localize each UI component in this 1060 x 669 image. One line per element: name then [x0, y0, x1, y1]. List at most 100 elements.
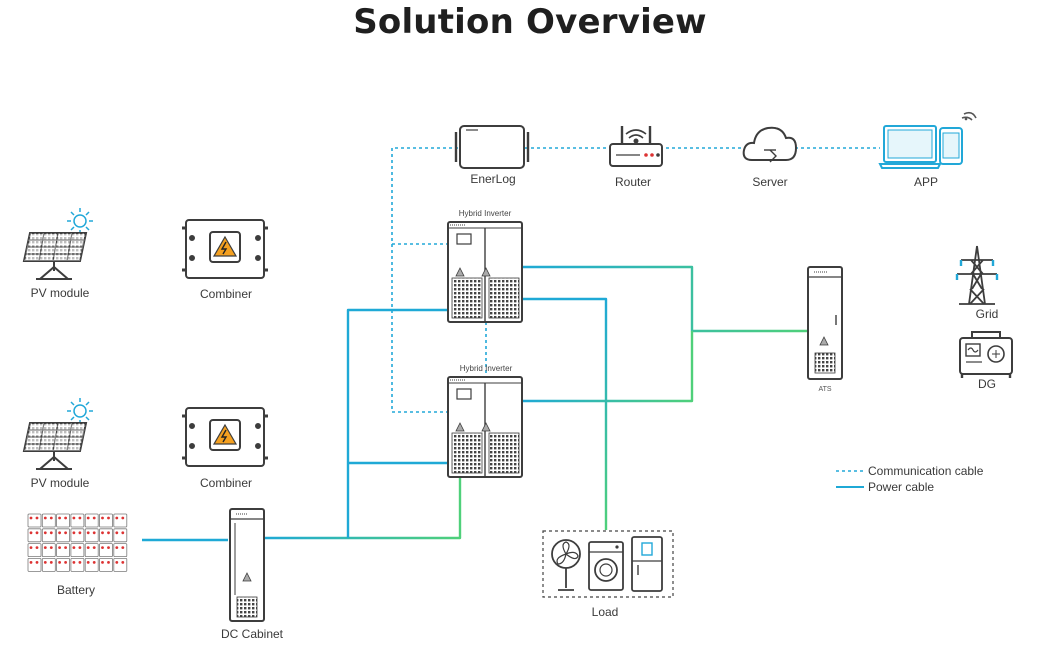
dg-label: DG	[978, 377, 996, 391]
battery-cell	[113, 543, 128, 558]
power-dc-bus	[264, 477, 462, 540]
battery-cell	[99, 513, 113, 528]
battery-cell	[84, 543, 99, 558]
battery-cell	[56, 543, 71, 558]
battery-terminal	[35, 561, 39, 564]
battery-terminal	[72, 516, 76, 520]
hybrid-inverter-icon	[447, 221, 523, 323]
battery-terminal	[72, 531, 76, 535]
battery-terminal	[64, 546, 67, 549]
grid-pylon-icon	[955, 245, 999, 305]
server-label: Server	[752, 175, 788, 189]
battery-cell	[70, 558, 85, 572]
pv-module-label: PV module	[30, 286, 90, 300]
battery-icon	[27, 513, 128, 572]
battery-terminal	[43, 546, 47, 549]
battery-cell	[84, 558, 99, 572]
battery-terminal	[43, 516, 47, 520]
power-inv2-ats	[522, 331, 694, 403]
combiner-icon	[182, 407, 268, 467]
battery-terminal	[29, 516, 33, 520]
battery-terminal	[92, 561, 96, 564]
battery-terminal	[101, 546, 104, 549]
battery-cell	[84, 528, 99, 543]
battery-terminal	[29, 546, 33, 549]
battery-terminal	[43, 531, 47, 535]
battery-terminal	[107, 546, 110, 549]
battery-terminal	[107, 531, 110, 535]
battery-terminal	[78, 516, 82, 520]
battery-cell	[70, 543, 85, 558]
power-inv1-ats	[522, 265, 808, 333]
battery-terminal	[64, 516, 67, 520]
battery-terminal	[115, 546, 119, 549]
battery-terminal	[78, 531, 82, 535]
battery-terminal	[43, 561, 47, 564]
battery-terminal	[29, 561, 33, 564]
enerlog-icon	[454, 125, 530, 169]
battery-terminal	[101, 561, 104, 564]
combiner-icon	[182, 219, 268, 279]
router-icon	[609, 126, 663, 167]
battery-cell	[113, 558, 128, 572]
battery-terminal	[86, 546, 90, 549]
battery-terminal	[35, 531, 39, 535]
load-boundary	[542, 530, 674, 598]
battery-cell	[70, 513, 85, 528]
battery-terminal	[121, 516, 125, 520]
battery-cell	[99, 528, 113, 543]
battery-terminal	[64, 531, 67, 535]
battery-terminal	[58, 546, 61, 549]
battery-terminal	[78, 546, 82, 549]
pv-module-icon	[22, 208, 93, 280]
legend-communication-label: Communication cable	[868, 464, 984, 478]
combiner-label: Combiner	[199, 476, 253, 490]
battery-terminal	[58, 561, 61, 564]
battery-cell	[41, 528, 56, 543]
battery-terminal	[121, 546, 125, 549]
battery-terminal	[58, 516, 61, 520]
battery-terminal	[72, 546, 76, 549]
battery-cell	[99, 543, 113, 558]
battery-terminal	[49, 516, 53, 520]
battery-terminal	[107, 561, 110, 564]
enerlog-label: EnerLog	[470, 172, 516, 186]
dc-cabinet-label: DC Cabinet	[220, 627, 284, 641]
battery-terminal	[121, 561, 125, 564]
battery-cell	[27, 528, 42, 543]
battery-terminal	[115, 516, 119, 520]
battery-cell	[27, 558, 42, 572]
battery-cell	[70, 528, 85, 543]
battery-terminal	[78, 561, 82, 564]
hybrid-inverter-icon	[447, 376, 523, 478]
battery-label: Battery	[56, 583, 96, 597]
battery-terminal	[92, 516, 96, 520]
battery-terminal	[92, 546, 96, 549]
refrigerator-icon	[631, 536, 663, 592]
pv-module-icon	[22, 398, 93, 470]
battery-cell	[56, 528, 71, 543]
power-bus-inverter1	[346, 308, 448, 538]
battery-cell	[27, 513, 42, 528]
battery-cell	[99, 558, 113, 572]
battery-cell	[56, 513, 71, 528]
battery-cell	[84, 513, 99, 528]
battery-terminal	[107, 516, 110, 520]
battery-terminal	[101, 516, 104, 520]
battery-terminal	[49, 546, 53, 549]
power-inv1-load	[522, 297, 608, 530]
battery-terminal	[49, 561, 53, 564]
pv-module-label: PV module	[30, 476, 90, 490]
server-cloud-icon	[742, 126, 798, 163]
battery-cell	[41, 513, 56, 528]
battery-cell	[113, 528, 128, 543]
battery-cell	[41, 543, 56, 558]
battery-terminal	[64, 561, 67, 564]
hybrid-inverter-label: Hybrid Inverter	[458, 209, 512, 218]
communication-cables	[391, 147, 880, 472]
battery-terminal	[86, 561, 90, 564]
ats-cabinet-icon	[807, 266, 843, 380]
fan-icon	[551, 539, 581, 591]
battery-terminal	[115, 531, 119, 535]
battery-terminal	[35, 546, 39, 549]
